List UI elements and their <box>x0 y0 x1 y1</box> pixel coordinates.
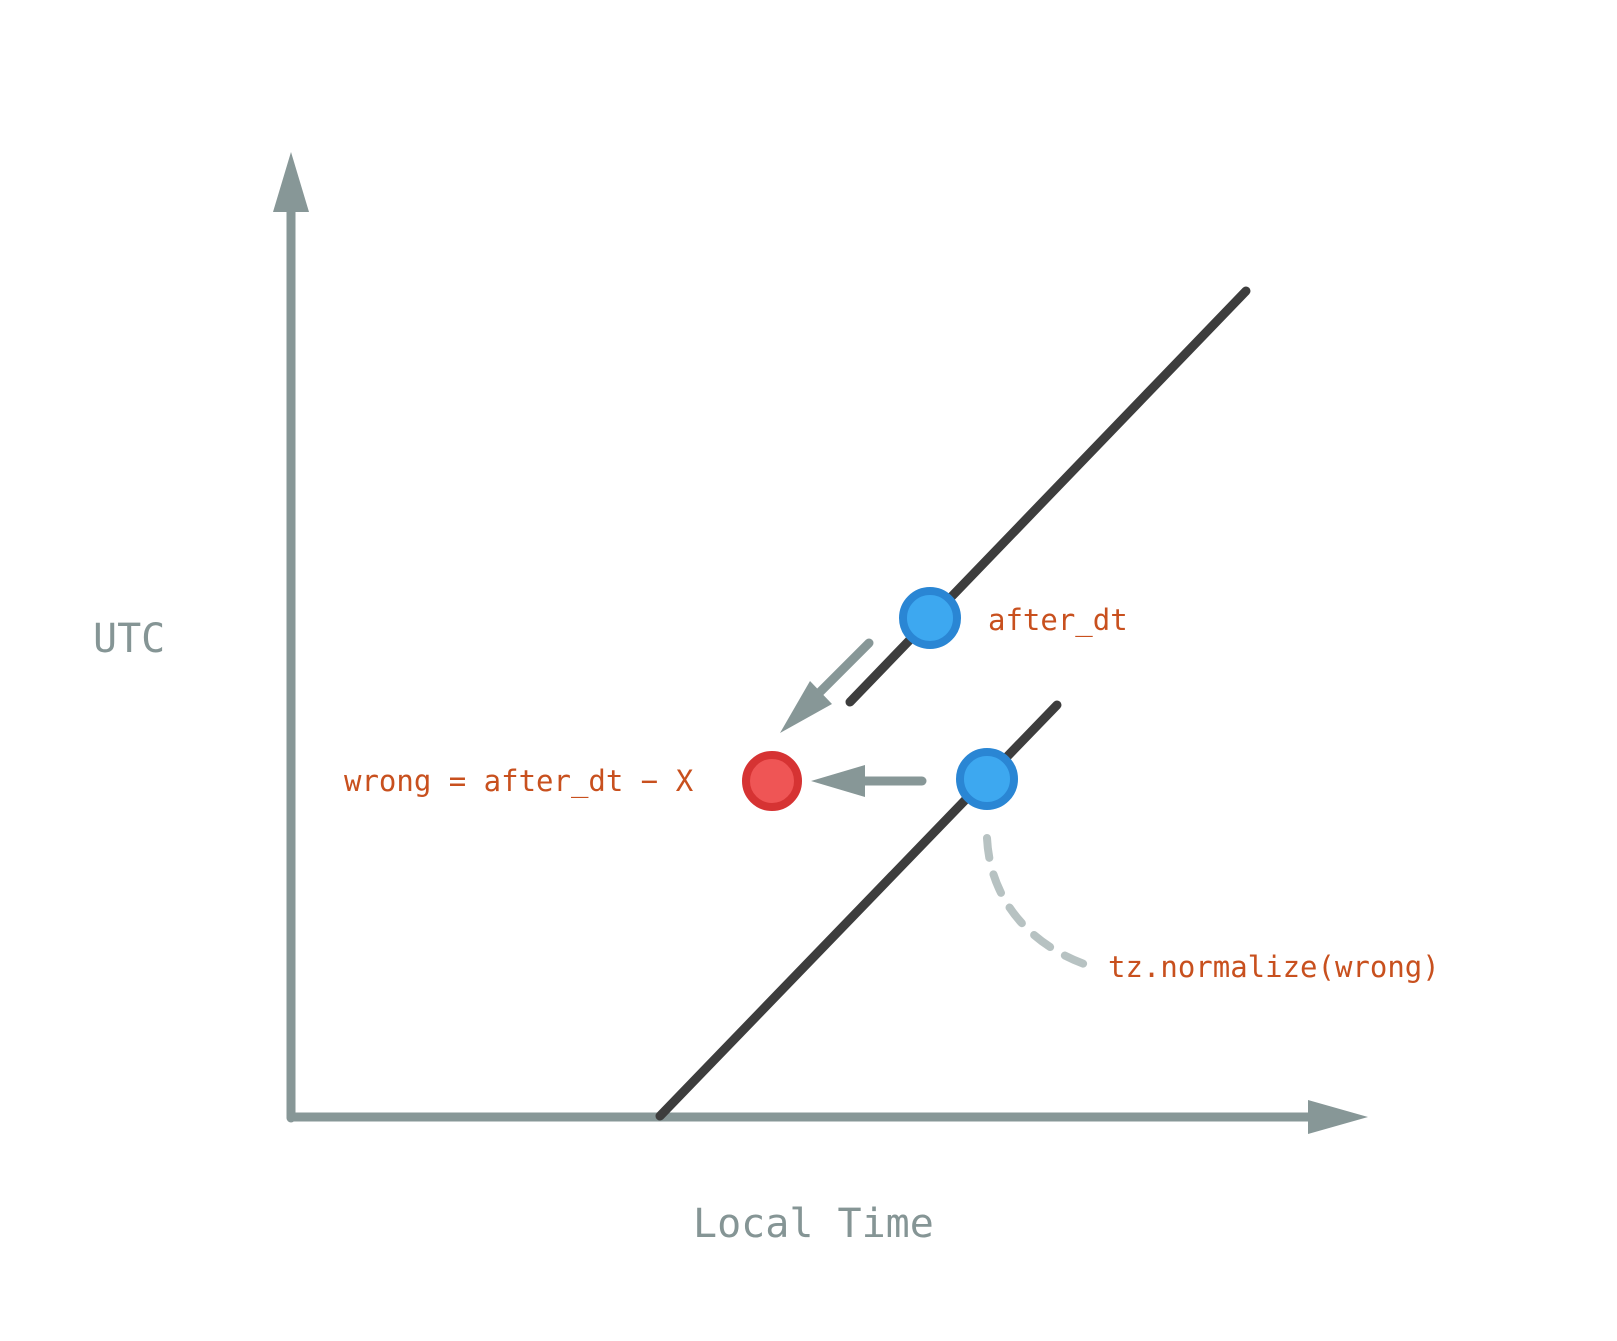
x-axis <box>286 1100 1368 1134</box>
after-dt-point <box>899 587 961 649</box>
normalized-label: tz.normalize(wrong) <box>1108 950 1440 984</box>
x-axis-label: Local Time <box>693 1201 934 1247</box>
normalize-arrow-head <box>811 765 865 797</box>
normalize-arrow <box>811 765 927 797</box>
subtract-arrow <box>780 638 874 733</box>
x-axis-arrowhead <box>1308 1100 1368 1134</box>
normalize-dashed-curve <box>983 834 1091 969</box>
y-axis-label: UTC <box>93 616 165 662</box>
after-dt-label: after_dt <box>988 603 1128 638</box>
wrong-point <box>742 751 802 811</box>
subtract-arrow-head <box>780 681 832 733</box>
wrong-label: wrong = after_dt − X <box>344 764 694 799</box>
y-axis-arrowhead <box>273 152 309 212</box>
y-axis <box>273 152 309 1123</box>
normalized-point <box>956 748 1018 810</box>
